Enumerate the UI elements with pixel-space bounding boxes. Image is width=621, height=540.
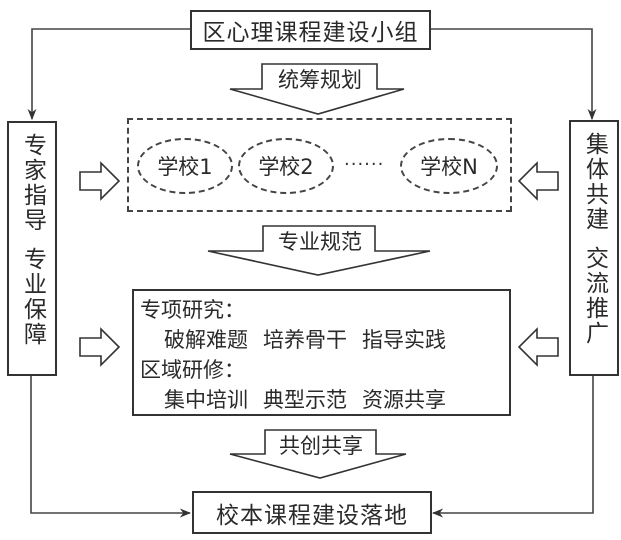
bottom-box-school-implementation: 校本课程建设落地: [192, 491, 432, 534]
school-label: 学校1: [157, 155, 213, 179]
schools-ellipsis: ······: [344, 154, 385, 175]
school-item-1: 学校1: [137, 138, 233, 194]
flow-label-cocreate: 共创共享: [279, 434, 363, 458]
section-item: 破解难题: [164, 328, 248, 352]
school-label: 学校2: [258, 155, 314, 179]
right-box-part2: 交流推广: [581, 246, 608, 346]
right-box-label: 集体共建交流推广: [581, 132, 608, 346]
flow-arrow-1: [229, 63, 405, 115]
connector-right-to-bottom: [431, 376, 594, 518]
top-box-district-group: 区心理课程建设小组: [190, 10, 431, 50]
connector-top-to-left: [27, 28, 190, 121]
right-box-part1: 集体共建: [581, 132, 608, 232]
section-item: 资源共享: [362, 388, 446, 412]
flow-arrow-2: [207, 225, 431, 276]
section-item: 典型示范: [263, 388, 347, 412]
schools-container: [127, 118, 512, 212]
left-box-part1: 专家指导: [19, 133, 46, 233]
section-item: 培养骨干: [263, 328, 347, 352]
bottom-box-label: 校本课程建设落地: [216, 502, 408, 529]
right-block-arrow-1: [517, 161, 559, 201]
left-box-label: 专家指导专业保障: [19, 133, 46, 347]
section-item: 集中培训: [164, 388, 248, 412]
left-box-part2: 专业保障: [19, 247, 46, 347]
school-label: 学校N: [420, 155, 478, 179]
connector-left-to-bottom: [30, 375, 192, 518]
right-box-collective-building: 集体共建交流推广: [569, 120, 619, 376]
content-box-research: 专项研究： 破解难题培养骨干指导实践 区域研修： 集中培训典型示范资源共享: [132, 289, 511, 416]
school-item-2: 学校2: [238, 138, 334, 194]
section-heading-regional-training: 区域研修：: [140, 358, 245, 382]
section-items-regional-training: 集中培训典型示范资源共享: [140, 385, 509, 415]
section-item: 指导实践: [362, 328, 446, 352]
flow-label-standard: 专业规范: [278, 230, 362, 254]
top-box-label: 区心理课程建设小组: [202, 20, 419, 46]
connector-top-to-right: [431, 28, 597, 121]
flow-arrow-3: [229, 429, 407, 479]
flow-label-planning: 统筹规划: [278, 68, 362, 92]
section-heading-special-research: 专项研究：: [140, 298, 245, 322]
school-item-n: 学校N: [400, 138, 498, 194]
section-items-special-research: 破解难题培养骨干指导实践: [140, 325, 509, 355]
left-block-arrow-2: [79, 327, 121, 367]
right-block-arrow-2: [517, 327, 559, 367]
left-box-expert-guidance: 专家指导专业保障: [7, 121, 57, 376]
left-block-arrow-1: [79, 161, 121, 201]
